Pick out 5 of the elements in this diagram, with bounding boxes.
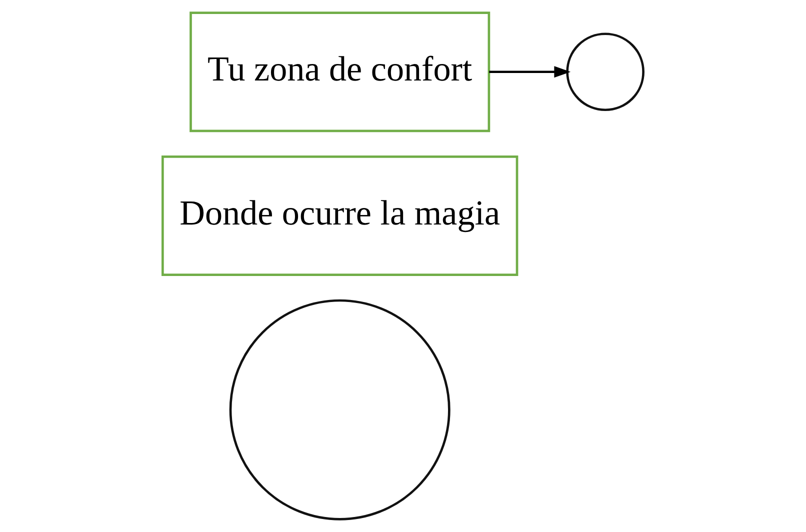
arrow	[489, 66, 571, 78]
node-circle	[566, 32, 644, 112]
node-box: Donde ocurre la magia	[162, 155, 518, 276]
node-circle	[229, 299, 450, 520]
node-box: Tu zona de confort	[190, 12, 490, 132]
